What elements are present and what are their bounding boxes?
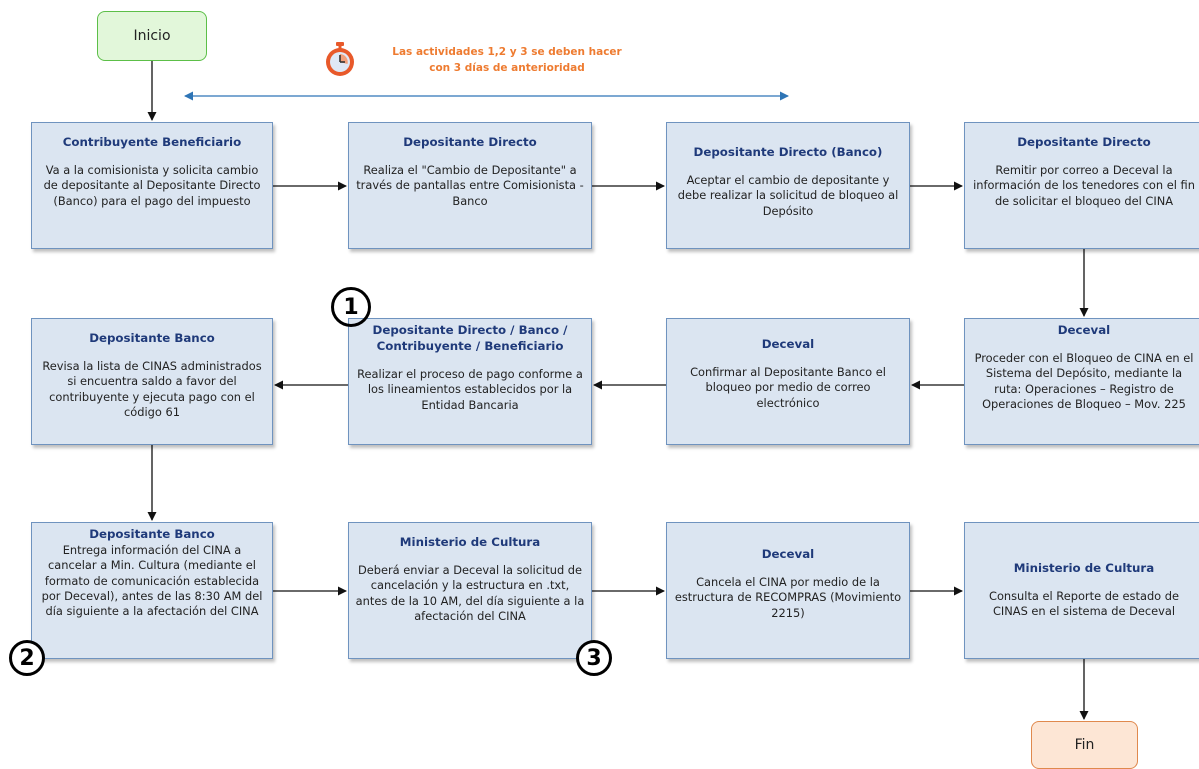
timing-note: Las actividades 1,2 y 3 se deben hacer c… bbox=[372, 45, 642, 77]
step-text: Va a la comisionista y solicita cambio d… bbox=[43, 162, 261, 208]
note-line-1: Las actividades 1,2 y 3 se deben hacer bbox=[392, 46, 622, 58]
step-title: Ministerio de Cultura bbox=[1013, 561, 1155, 576]
marker-1: 1 bbox=[331, 287, 371, 327]
step-title: Ministerio de Cultura bbox=[399, 535, 541, 549]
step-depositante-directo-cambio: Depositante Directo Realiza el "Cambio d… bbox=[348, 122, 592, 249]
step-deceval-cancela: Deceval Cancela el CINA por medio de la … bbox=[666, 522, 910, 659]
step-text: Consulta el Reporte de estado de CINAS e… bbox=[988, 589, 1179, 619]
step-text: Proceder con el Bloqueo de CINA en el Si… bbox=[974, 350, 1194, 412]
step-ministerio-cultura-consulta: Ministerio de Cultura Consulta el Report… bbox=[964, 522, 1199, 659]
step-text: Entrega información del CINA a cancelar … bbox=[41, 542, 263, 619]
step-title: Depositante Directo bbox=[403, 135, 537, 149]
step-depositante-banco-entrega: Depositante Banco Entrega información de… bbox=[31, 522, 273, 659]
step-text: Confirmar al Depositante Banco el bloque… bbox=[690, 364, 886, 410]
step-text: Remitir por correo a Deceval la informac… bbox=[973, 162, 1195, 208]
stopwatch-icon bbox=[326, 42, 354, 76]
step-depositante-directo-correo: Depositante Directo Remitir por correo a… bbox=[964, 122, 1199, 249]
end-node: Fin bbox=[1031, 721, 1138, 769]
step-deceval-bloqueo: Deceval Proceder con el Bloqueo de CINA … bbox=[964, 318, 1199, 445]
marker-3: 3 bbox=[576, 640, 612, 676]
step-title: Deceval bbox=[761, 547, 815, 561]
step-ministerio-cultura-solicitud: Ministerio de Cultura Deberá enviar a De… bbox=[348, 522, 592, 659]
step-deceval-confirmar: Deceval Confirmar al Depositante Banco e… bbox=[666, 318, 910, 445]
step-proceso-pago: Depositante Directo / Banco / Contribuye… bbox=[348, 318, 592, 445]
marker-2: 2 bbox=[9, 640, 45, 676]
start-node: Inicio bbox=[97, 11, 207, 61]
step-title: Depositante Banco bbox=[89, 331, 215, 345]
step-text: Cancela el CINA por medio de la estructu… bbox=[674, 574, 902, 620]
step-text: Deberá enviar a Deceval la solicitud de … bbox=[355, 562, 585, 624]
step-text: Realizar el proceso de pago conforme a l… bbox=[357, 366, 583, 412]
step-depositante-directo-banco: Depositante Directo (Banco) Aceptar el c… bbox=[666, 122, 910, 249]
step-text: Realiza el "Cambio de Depositante" a tra… bbox=[356, 162, 584, 208]
step-title: Deceval bbox=[761, 337, 815, 351]
step-contribuyente-beneficiario: Contribuyente Beneficiario Va a la comis… bbox=[31, 122, 273, 249]
step-depositante-banco-revisa: Depositante Banco Revisa la lista de CIN… bbox=[31, 318, 273, 445]
end-label: Fin bbox=[1074, 737, 1095, 753]
step-title: Deceval bbox=[1057, 323, 1111, 337]
step-title: Contribuyente Beneficiario bbox=[62, 135, 242, 149]
step-title: Depositante Directo (Banco) bbox=[693, 145, 883, 159]
note-line-2: con 3 días de anterioridad bbox=[429, 61, 585, 74]
step-text: Aceptar el cambio de depositante y debe … bbox=[677, 172, 899, 218]
step-text: Revisa la lista de CINAS administrados s… bbox=[42, 358, 262, 420]
start-label: Inicio bbox=[133, 28, 171, 44]
step-title: Depositante Banco bbox=[89, 527, 215, 541]
step-title: Depositante Directo bbox=[1017, 135, 1151, 149]
step-title: Depositante Directo / Banco / Contribuye… bbox=[372, 323, 568, 353]
